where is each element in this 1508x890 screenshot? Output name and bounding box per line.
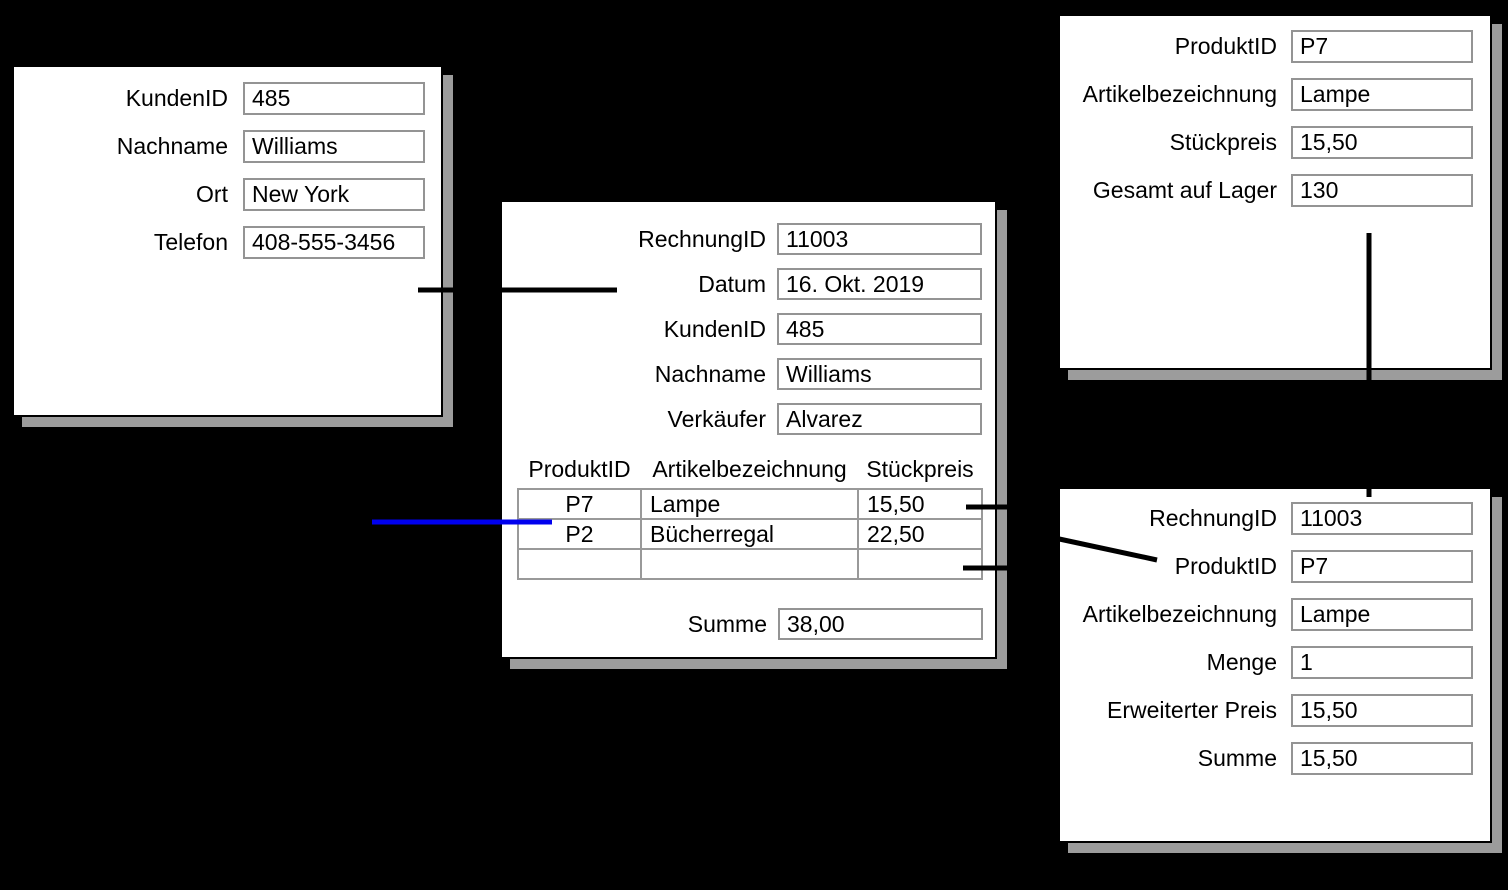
table-cell[interactable]: Lampe <box>640 488 859 520</box>
field-label: Artikelbezeichnung <box>1082 81 1277 107</box>
field-value-box[interactable]: 15,50 <box>1291 694 1473 727</box>
field-value-box[interactable]: 485 <box>243 82 425 115</box>
field-value-box[interactable]: Alvarez <box>777 403 982 435</box>
field-value-box[interactable]: New York <box>243 178 425 211</box>
field-row: Erweiterter Preis 15,50 <box>1060 694 1473 727</box>
field-label: Ort <box>196 181 228 207</box>
field-value-box[interactable]: P7 <box>1291 30 1473 63</box>
field-label: Erweiterter Preis <box>1107 697 1277 723</box>
table-cell[interactable]: P7 <box>517 488 642 520</box>
field-value-box[interactable]: 485 <box>777 313 982 345</box>
field-label: Nachname <box>116 133 228 159</box>
table-header-stueckpreis: Stückpreis <box>866 456 974 482</box>
field-value-box[interactable]: P7 <box>1291 550 1473 583</box>
invoice-total-row: Summe 38,00 <box>688 608 983 640</box>
field-value-box[interactable]: 408-555-3456 <box>243 226 425 259</box>
table-cell[interactable] <box>857 548 983 580</box>
field-row: RechnungID 11003 <box>502 223 982 255</box>
field-row: Artikelbezeichnung Lampe <box>1060 78 1473 111</box>
field-value-box[interactable]: Williams <box>243 130 425 163</box>
field-value-box[interactable]: Lampe <box>1291 598 1473 631</box>
line-items-table-header: ProduktID Artikelbezeichnung Stückpreis <box>517 456 983 483</box>
field-row: Menge 1 <box>1060 646 1473 679</box>
table-cell[interactable] <box>640 548 859 580</box>
field-row: Gesamt auf Lager 130 <box>1060 174 1473 207</box>
table-cell[interactable]: Bücherregal <box>640 518 859 550</box>
field-label: Verkäufer <box>667 405 766 432</box>
table-cell[interactable]: 22,50 <box>857 518 983 550</box>
field-row: Ort New York <box>14 178 425 211</box>
field-value-box[interactable]: Lampe <box>1291 78 1473 111</box>
field-row: Artikelbezeichnung Lampe <box>1060 598 1473 631</box>
field-value-box[interactable]: 16. Okt. 2019 <box>777 268 982 300</box>
field-value-box[interactable]: 11003 <box>1291 502 1473 535</box>
field-label: KundenID <box>125 85 228 111</box>
field-row: Nachname Williams <box>14 130 425 163</box>
field-label: RechnungID <box>638 225 766 252</box>
field-value-box[interactable]: 15,50 <box>1291 126 1473 159</box>
field-label: Telefon <box>153 229 228 255</box>
total-value-box[interactable]: 38,00 <box>778 608 983 640</box>
field-row: KundenID 485 <box>502 313 982 345</box>
table-row <box>517 548 983 580</box>
field-label: Stückpreis <box>1169 129 1277 155</box>
field-label: Artikelbezeichnung <box>1082 601 1277 627</box>
table-header-artikelbezeichnung: Artikelbezeichnung <box>652 456 847 482</box>
field-label: ProduktID <box>1174 33 1277 59</box>
field-row: Verkäufer Alvarez <box>502 403 982 435</box>
field-label: Datum <box>698 270 766 297</box>
field-value-box[interactable]: Williams <box>777 358 982 390</box>
field-row: Telefon 408-555-3456 <box>14 226 425 259</box>
field-row: ProduktID P7 <box>1060 30 1473 63</box>
table-cell[interactable] <box>517 548 642 580</box>
field-label: Menge <box>1206 649 1277 675</box>
field-value-box[interactable]: 11003 <box>777 223 982 255</box>
field-label: KundenID <box>663 315 766 342</box>
field-row: Datum 16. Okt. 2019 <box>502 268 982 300</box>
field-label: Gesamt auf Lager <box>1092 177 1277 203</box>
table-cell[interactable]: 15,50 <box>857 488 983 520</box>
field-row: Stückpreis 15,50 <box>1060 126 1473 159</box>
field-row: ProduktID P7 <box>1060 550 1473 583</box>
field-row: KundenID 485 <box>14 82 425 115</box>
field-label: ProduktID <box>1174 553 1277 579</box>
table-header-produktid: ProduktID <box>528 456 631 482</box>
field-value-box[interactable]: 130 <box>1291 174 1473 207</box>
field-label: RechnungID <box>1149 505 1277 531</box>
field-label: Nachname <box>654 360 766 387</box>
field-value-box[interactable]: 15,50 <box>1291 742 1473 775</box>
table-cell[interactable]: P2 <box>517 518 642 550</box>
field-row: Nachname Williams <box>502 358 982 390</box>
field-value-box[interactable]: 1 <box>1291 646 1473 679</box>
field-label: Summe <box>1197 745 1277 771</box>
field-row: Summe 15,50 <box>1060 742 1473 775</box>
total-label: Summe <box>687 610 767 637</box>
field-row: RechnungID 11003 <box>1060 502 1473 535</box>
